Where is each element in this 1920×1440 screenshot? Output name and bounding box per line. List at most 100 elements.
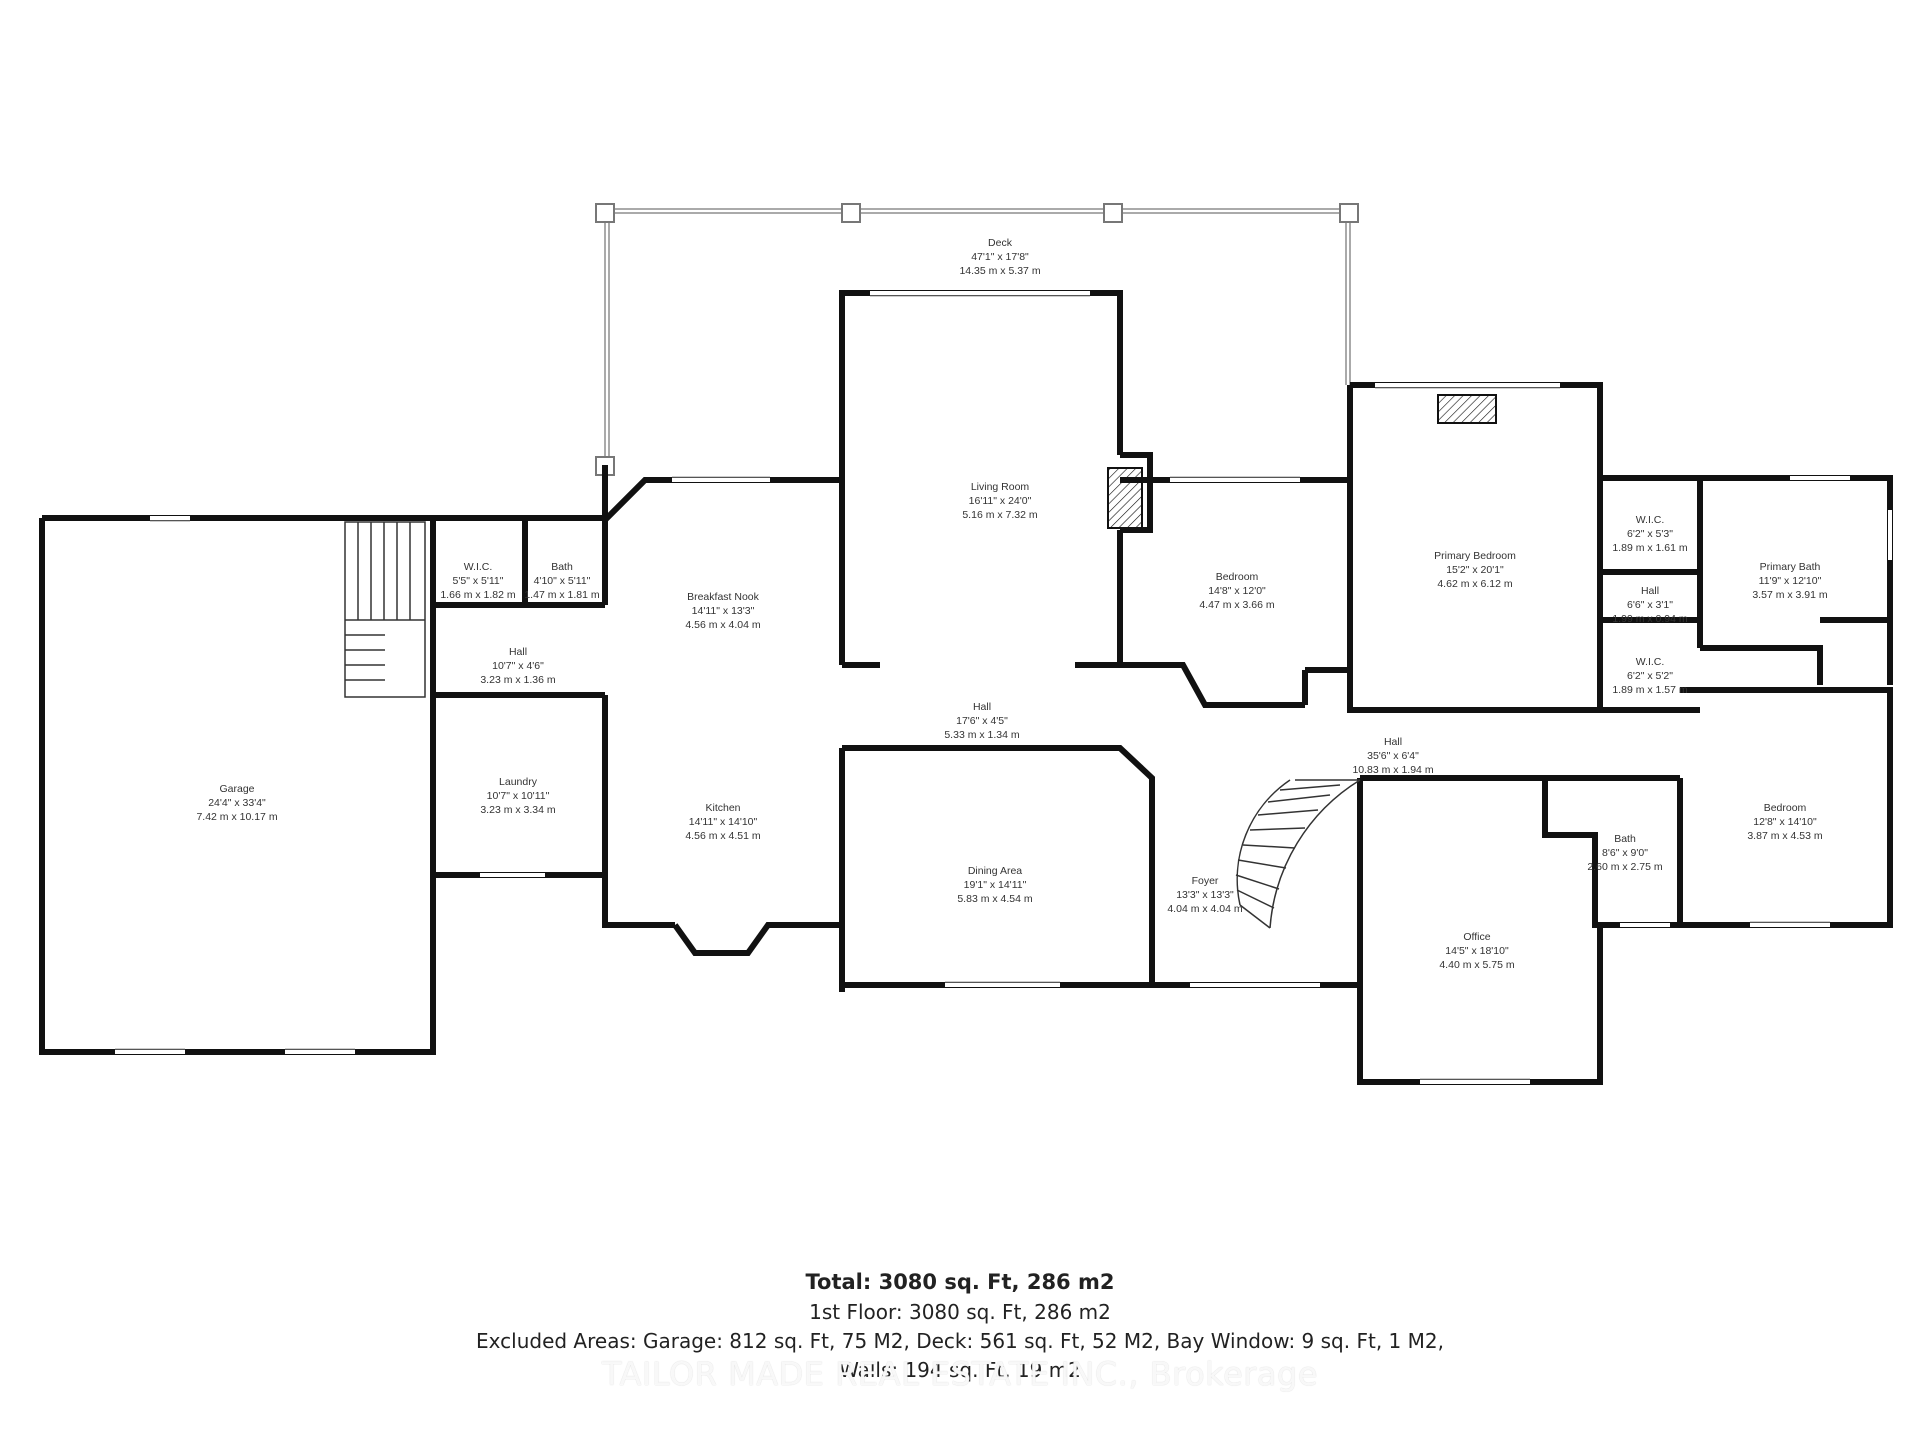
svg-text:1.66 m x 1.82 m: 1.66 m x 1.82 m (440, 589, 516, 601)
svg-text:1.89 m x 1.61 m: 1.89 m x 1.61 m (1612, 542, 1688, 554)
svg-text:15'2" x 20'1": 15'2" x 20'1" (1446, 564, 1504, 576)
label-primary-bedroom: Primary Bedroom 15'2" x 20'1" 4.62 m x 6.1… (1434, 550, 1516, 590)
label-kitchen: Kitchen 14'11" x 14'10" 4.56 m x 4.51 m (685, 802, 761, 842)
label-bedroom-1: Bedroom 14'8" x 12'0" 4.47 m x 3.66 m (1199, 571, 1275, 611)
svg-text:35'6" x 6'4": 35'6" x 6'4" (1367, 750, 1419, 762)
svg-text:11'9" x 12'10": 11'9" x 12'10" (1759, 575, 1822, 587)
svg-text:2.60 m x 2.75 m: 2.60 m x 2.75 m (1587, 861, 1663, 873)
window-ticks (115, 295, 1830, 1080)
svg-text:6'2" x 5'3": 6'2" x 5'3" (1627, 528, 1673, 540)
svg-text:6'6" x 3'1": 6'6" x 3'1" (1627, 599, 1673, 611)
total-area: Total: 3080 sq. Ft, 286 m2 (805, 1270, 1115, 1294)
stairs-curved (1235, 779, 1361, 929)
label-bath-2: Bath 8'6" x 9'0" 2.60 m x 2.75 m (1587, 833, 1663, 873)
svg-text:Hall: Hall (1384, 736, 1402, 748)
svg-text:24'4" x 33'4": 24'4" x 33'4" (208, 797, 266, 809)
svg-text:13'3" x 13'3": 13'3" x 13'3" (1176, 889, 1234, 901)
label-breakfast-nook: Breakfast Nook 14'11" x 13'3" 4.56 m x 4.0… (685, 591, 761, 631)
svg-text:3.57 m x 3.91 m: 3.57 m x 3.91 m (1752, 589, 1828, 601)
svg-text:Living Room: Living Room (971, 481, 1030, 493)
svg-text:Deck: Deck (988, 237, 1013, 249)
stairs-west (344, 521, 426, 698)
deck-outline (604, 208, 1351, 465)
svg-text:7.42 m x 10.17 m: 7.42 m x 10.17 m (196, 811, 277, 823)
svg-text:14.35 m x 5.37 m: 14.35 m x 5.37 m (959, 265, 1040, 277)
label-office: Office 14'5" x 18'10" 4.40 m x 5.75 m (1439, 931, 1515, 971)
svg-text:19'1" x 14'11": 19'1" x 14'11" (964, 879, 1027, 891)
svg-text:3.23 m x 3.34 m: 3.23 m x 3.34 m (480, 804, 556, 816)
svg-text:47'1" x 17'8": 47'1" x 17'8" (971, 251, 1029, 263)
svg-text:6'2" x 5'2": 6'2" x 5'2" (1627, 670, 1673, 682)
label-primary-bath: Primary Bath 11'9" x 12'10" 3.57 m x 3.91 … (1752, 561, 1828, 601)
svg-text:4'10" x 5'11": 4'10" x 5'11" (534, 575, 591, 587)
svg-text:3.23 m x 1.36 m: 3.23 m x 1.36 m (480, 674, 556, 686)
label-wic-2: W.I.C. 6'2" x 5'2" 1.89 m x 1.57 m (1612, 656, 1688, 696)
svg-text:Hall: Hall (973, 701, 991, 713)
svg-text:4.56 m x 4.04 m: 4.56 m x 4.04 m (685, 619, 761, 631)
svg-text:5.83 m x 4.54 m: 5.83 m x 4.54 m (957, 893, 1033, 905)
label-wic-3: W.I.C. 5'5" x 5'11" 1.66 m x 1.82 m (440, 561, 516, 601)
windows (115, 291, 1892, 1084)
svg-text:8'6" x 9'0": 8'6" x 9'0" (1602, 847, 1648, 859)
label-bedroom-2: Bedroom 12'8" x 14'10" 3.87 m x 4.53 m (1747, 802, 1823, 842)
svg-text:10'7" x 4'6": 10'7" x 4'6" (492, 660, 544, 672)
svg-text:W.I.C.: W.I.C. (1636, 514, 1665, 526)
deck-posts (595, 203, 1359, 476)
svg-text:Hall: Hall (1641, 585, 1659, 597)
label-hall-small: Hall 6'6" x 3'1" 1.99 m x 0.94 m (1612, 585, 1688, 625)
room-labels: Deck 47'1" x 17'8" 14.35 m x 5.37 m Living… (196, 237, 1827, 971)
svg-text:1.99 m x 0.94 m: 1.99 m x 0.94 m (1612, 613, 1688, 625)
svg-text:14'5" x 18'10": 14'5" x 18'10" (1445, 945, 1509, 957)
svg-text:14'8" x 12'0": 14'8" x 12'0" (1208, 585, 1266, 597)
first-floor-area: 1st Floor: 3080 sq. Ft, 286 m2 (809, 1300, 1111, 1324)
label-bath-1: Bath 4'10" x 5'11" 1.47 m x 1.81 m (524, 561, 600, 601)
svg-text:Primary Bath: Primary Bath (1760, 561, 1821, 573)
svg-text:W.I.C.: W.I.C. (464, 561, 493, 573)
svg-text:Laundry: Laundry (499, 776, 538, 788)
label-dining-area: Dining Area 19'1" x 14'11" 5.83 m x 4.54 m (957, 865, 1033, 905)
svg-text:Breakfast Nook: Breakfast Nook (687, 591, 760, 603)
walls-area: Walls: 194 sq. Ft, 19 m2 (839, 1358, 1081, 1382)
svg-text:Kitchen: Kitchen (705, 802, 740, 814)
svg-text:Garage: Garage (219, 783, 254, 795)
svg-text:4.62 m x 6.12 m: 4.62 m x 6.12 m (1437, 578, 1513, 590)
svg-text:Bath: Bath (551, 561, 573, 573)
label-hall-center: Hall 17'6" x 4'5" 5.33 m x 1.34 m (944, 701, 1020, 741)
svg-text:4.47 m x 3.66 m: 4.47 m x 3.66 m (1199, 599, 1275, 611)
label-foyer: Foyer 13'3" x 13'3" 4.04 m x 4.04 m (1167, 875, 1243, 915)
svg-text:1.47 m x 1.81 m: 1.47 m x 1.81 m (524, 589, 600, 601)
svg-text:5.33 m x 1.34 m: 5.33 m x 1.34 m (944, 729, 1020, 741)
label-hall-main: Hall 35'6" x 6'4" 10.83 m x 1.94 m (1352, 736, 1433, 776)
svg-text:16'11" x 24'0": 16'11" x 24'0" (969, 495, 1032, 507)
svg-text:Primary Bedroom: Primary Bedroom (1434, 550, 1516, 562)
svg-text:Dining Area: Dining Area (968, 865, 1022, 877)
svg-text:4.40 m x 5.75 m: 4.40 m x 5.75 m (1439, 959, 1515, 971)
svg-text:10.83 m x 1.94 m: 10.83 m x 1.94 m (1352, 764, 1433, 776)
label-wic-1: W.I.C. 6'2" x 5'3" 1.89 m x 1.61 m (1612, 514, 1688, 554)
svg-text:3.87 m x 4.53 m: 3.87 m x 4.53 m (1747, 830, 1823, 842)
svg-text:14'11" x 14'10": 14'11" x 14'10" (689, 816, 758, 828)
svg-text:1.89 m x 1.57 m: 1.89 m x 1.57 m (1612, 684, 1688, 696)
svg-text:Bedroom: Bedroom (1764, 802, 1807, 814)
svg-text:Bath: Bath (1614, 833, 1636, 845)
excluded-areas: Excluded Areas: Garage: 812 sq. Ft, 75 M… (476, 1329, 1444, 1353)
svg-text:Office: Office (1463, 931, 1490, 943)
svg-text:5.16 m x 7.32 m: 5.16 m x 7.32 m (962, 509, 1038, 521)
svg-text:14'11" x 13'3": 14'11" x 13'3" (692, 605, 755, 617)
svg-text:12'8" x 14'10": 12'8" x 14'10" (1753, 816, 1817, 828)
svg-text:Foyer: Foyer (1192, 875, 1219, 887)
label-garage: Garage 24'4" x 33'4" 7.42 m x 10.17 m (196, 783, 277, 823)
label-hall-west: Hall 10'7" x 4'6" 3.23 m x 1.36 m (480, 646, 556, 686)
svg-text:17'6" x 4'5": 17'6" x 4'5" (956, 715, 1008, 727)
fireplace-living (1107, 467, 1143, 529)
svg-text:4.56 m x 4.51 m: 4.56 m x 4.51 m (685, 830, 761, 842)
svg-text:5'5" x 5'11": 5'5" x 5'11" (453, 575, 504, 587)
svg-text:Bedroom: Bedroom (1216, 571, 1259, 583)
svg-text:W.I.C.: W.I.C. (1636, 656, 1665, 668)
label-deck: Deck 47'1" x 17'8" 14.35 m x 5.37 m (959, 237, 1040, 277)
svg-text:Hall: Hall (509, 646, 527, 658)
brokerage-watermark: TAILOR MADE REAL ESTATE INC., Brokerage (601, 1355, 1319, 1393)
svg-text:4.04 m x 4.04 m: 4.04 m x 4.04 m (1167, 903, 1243, 915)
